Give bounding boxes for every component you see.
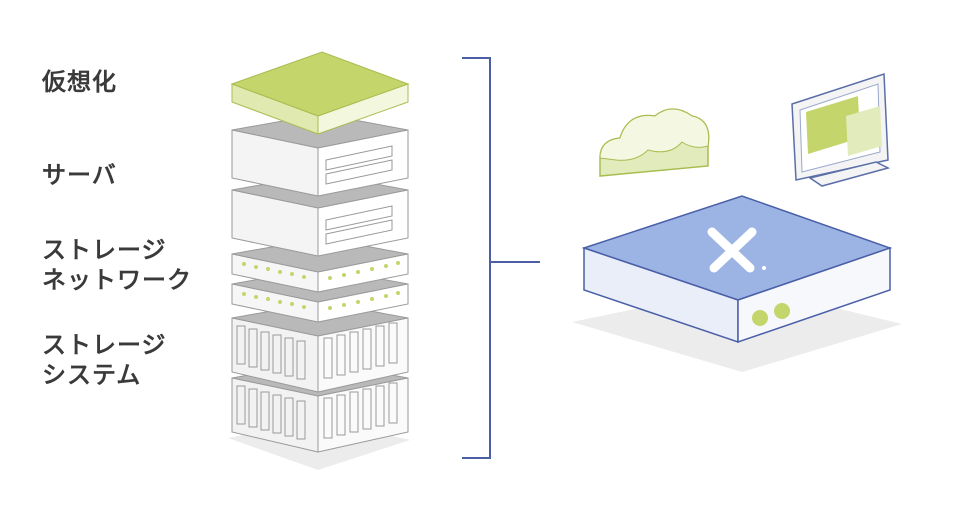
monitor-icon <box>791 72 891 187</box>
bracket-connector <box>462 57 540 459</box>
label-server: サーバ <box>42 160 117 190</box>
label-storage-network: ストレージ ネットワーク <box>42 235 192 295</box>
label-virtualization: 仮想化 <box>42 67 117 97</box>
server-unit-icon <box>231 113 409 197</box>
virtualization-layer-icon <box>230 51 410 135</box>
label-server-text: サーバ <box>42 161 117 189</box>
storage-array-icon <box>231 361 409 453</box>
label-storage-network-line1: ストレージ <box>42 236 167 264</box>
label-storage-system: ストレージ システム <box>42 330 167 390</box>
nutanix-x-logo <box>707 227 766 273</box>
label-virtualization-text: 仮想化 <box>42 68 117 96</box>
label-storage-network-line2: ネットワーク <box>42 266 192 294</box>
label-storage-system-line2: システム <box>42 361 142 389</box>
label-storage-system-line1: ストレージ <box>42 331 167 359</box>
cloud-icon <box>599 108 710 177</box>
